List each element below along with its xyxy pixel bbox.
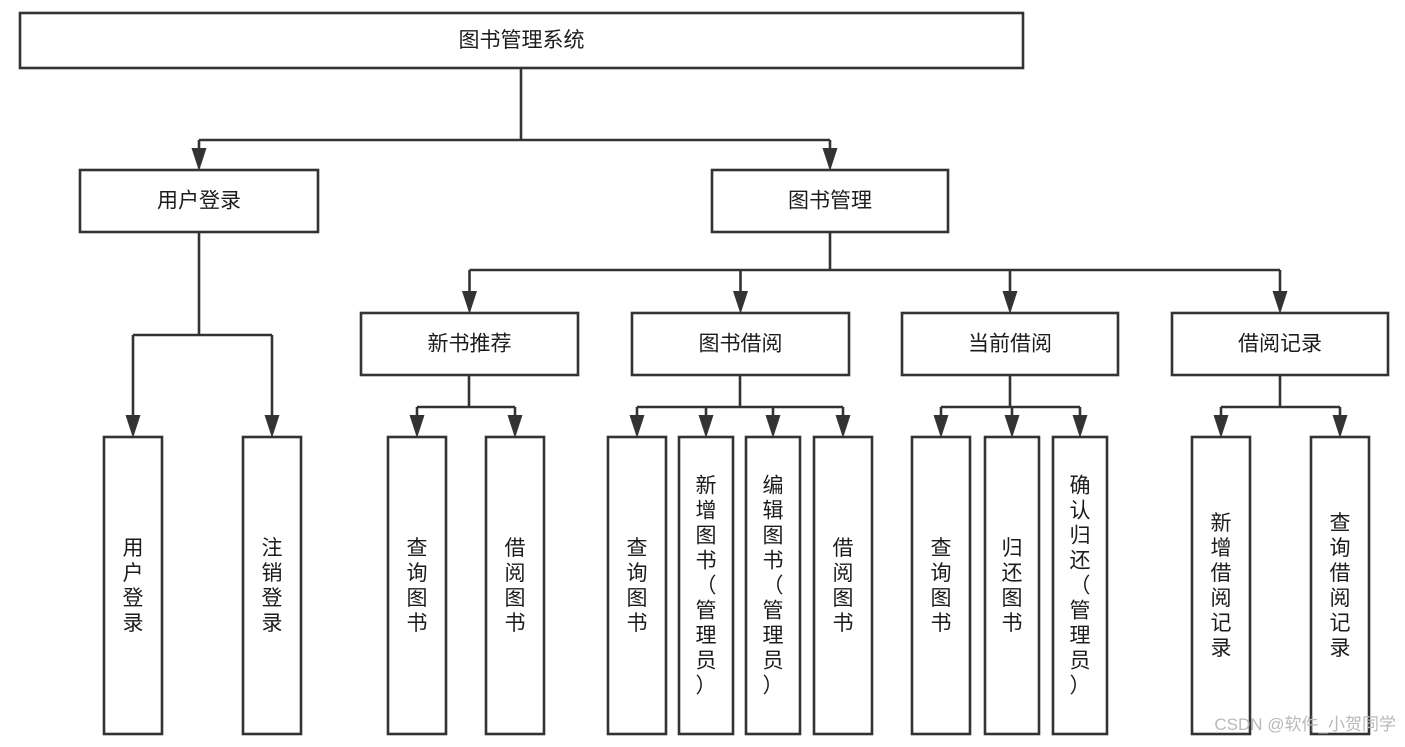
connector-group bbox=[629, 375, 851, 438]
node-label: 借阅图书 bbox=[505, 537, 526, 635]
node-leaf-return-book[interactable]: 归还图书 bbox=[983, 435, 1041, 736]
connector-arrowhead bbox=[1332, 415, 1348, 438]
connector-arrowhead bbox=[835, 415, 851, 438]
connector-group bbox=[933, 375, 1088, 438]
node-leaf-user-login[interactable]: 用户登录 bbox=[102, 435, 164, 736]
node-leaf-query-borrow-record[interactable]: 查询借阅记录 bbox=[1309, 435, 1371, 736]
node-leaf-borrow-book[interactable]: 借阅图书 bbox=[812, 435, 874, 736]
node-box[interactable] bbox=[606, 435, 668, 736]
connector-layer bbox=[125, 68, 1348, 438]
node-root[interactable]: 图书管理系统 bbox=[18, 11, 1025, 70]
csdn-watermark: CSDN @软件_小贺同学 bbox=[1214, 715, 1396, 734]
connector-arrowhead bbox=[1004, 415, 1020, 438]
node-label: 用户登录 bbox=[157, 190, 241, 213]
node-box[interactable] bbox=[241, 435, 303, 736]
node-label: 新增图书（管理员） bbox=[696, 475, 717, 698]
node-box[interactable] bbox=[359, 311, 580, 377]
node-layer: 图书管理系统用户登录图书管理新书推荐图书借阅当前借阅借阅记录用户登录注销登录查询… bbox=[18, 11, 1390, 736]
connector-arrowhead bbox=[191, 148, 207, 171]
node-borrow-record[interactable]: 借阅记录 bbox=[1170, 311, 1390, 377]
node-leaf-query-book-recommend[interactable]: 查询图书 bbox=[386, 435, 448, 736]
connector-arrowhead bbox=[1272, 291, 1288, 314]
node-label: 查询图书 bbox=[407, 537, 428, 635]
node-label: 确认归还（管理员） bbox=[1070, 475, 1091, 698]
connector-arrowhead bbox=[462, 291, 477, 314]
node-label: 归还图书 bbox=[1002, 537, 1023, 635]
connector-group bbox=[1213, 375, 1348, 438]
node-box[interactable] bbox=[744, 435, 802, 736]
node-box[interactable] bbox=[812, 435, 874, 736]
connector-arrowhead bbox=[1002, 291, 1018, 314]
node-leaf-query-book-borrow[interactable]: 查询图书 bbox=[606, 435, 668, 736]
connector-arrowhead bbox=[125, 415, 141, 438]
node-leaf-confirm-return[interactable]: 确认归还（管理员） bbox=[1051, 435, 1109, 736]
node-box[interactable] bbox=[102, 435, 164, 736]
node-box[interactable] bbox=[900, 311, 1120, 377]
node-box[interactable] bbox=[1309, 435, 1371, 736]
node-label: 用户登录 bbox=[123, 537, 144, 635]
connector-arrowhead bbox=[629, 415, 645, 438]
node-label: 图书借阅 bbox=[699, 333, 783, 356]
node-box[interactable] bbox=[484, 435, 546, 736]
node-label: 编辑图书（管理员） bbox=[763, 475, 784, 698]
node-box[interactable] bbox=[78, 168, 320, 234]
node-label: 查询借阅记录 bbox=[1330, 512, 1351, 660]
node-label: 借阅记录 bbox=[1238, 333, 1322, 356]
connector-arrowhead bbox=[1072, 415, 1088, 438]
node-leaf-add-borrow-record[interactable]: 新增借阅记录 bbox=[1190, 435, 1252, 736]
node-label: 查询图书 bbox=[627, 537, 648, 635]
connector-arrowhead bbox=[1213, 415, 1229, 438]
node-label: 图书管理 bbox=[788, 190, 872, 213]
node-current-borrow[interactable]: 当前借阅 bbox=[900, 311, 1120, 377]
node-leaf-edit-book[interactable]: 编辑图书（管理员） bbox=[744, 435, 802, 736]
connector-arrowhead bbox=[264, 415, 280, 438]
node-box[interactable] bbox=[677, 435, 735, 736]
connector-group bbox=[125, 232, 280, 438]
node-label: 图书管理系统 bbox=[459, 29, 585, 52]
node-box[interactable] bbox=[710, 168, 950, 234]
node-leaf-logout-login[interactable]: 注销登录 bbox=[241, 435, 303, 736]
node-user-login[interactable]: 用户登录 bbox=[78, 168, 320, 234]
node-label: 新书推荐 bbox=[428, 333, 512, 356]
node-label: 当前借阅 bbox=[968, 333, 1052, 356]
node-book-manage[interactable]: 图书管理 bbox=[710, 168, 950, 234]
node-box[interactable] bbox=[630, 311, 851, 377]
node-box[interactable] bbox=[1051, 435, 1109, 736]
node-label: 新增借阅记录 bbox=[1211, 512, 1232, 660]
node-box[interactable] bbox=[1170, 311, 1390, 377]
node-new-book-recommend[interactable]: 新书推荐 bbox=[359, 311, 580, 377]
connector-group bbox=[191, 68, 838, 171]
connector-arrowhead bbox=[822, 148, 838, 171]
node-leaf-query-book-current[interactable]: 查询图书 bbox=[910, 435, 972, 736]
connector-arrowhead bbox=[507, 415, 523, 438]
node-label: 查询图书 bbox=[931, 537, 952, 635]
node-label: 借阅图书 bbox=[833, 537, 854, 635]
connector-arrowhead bbox=[733, 291, 748, 314]
connector-group bbox=[462, 232, 1288, 314]
node-box[interactable] bbox=[386, 435, 448, 736]
connector-arrowhead bbox=[698, 415, 714, 438]
node-label: 注销登录 bbox=[262, 537, 283, 635]
connector-arrowhead bbox=[409, 415, 425, 438]
connector-group bbox=[409, 375, 523, 438]
node-box[interactable] bbox=[1190, 435, 1252, 736]
node-leaf-add-book[interactable]: 新增图书（管理员） bbox=[677, 435, 735, 736]
connector-arrowhead bbox=[765, 415, 781, 438]
node-box[interactable] bbox=[983, 435, 1041, 736]
connector-arrowhead bbox=[933, 415, 949, 438]
node-leaf-borrow-book-recommend[interactable]: 借阅图书 bbox=[484, 435, 546, 736]
node-box[interactable] bbox=[18, 11, 1025, 70]
node-book-borrow[interactable]: 图书借阅 bbox=[630, 311, 851, 377]
node-box[interactable] bbox=[910, 435, 972, 736]
